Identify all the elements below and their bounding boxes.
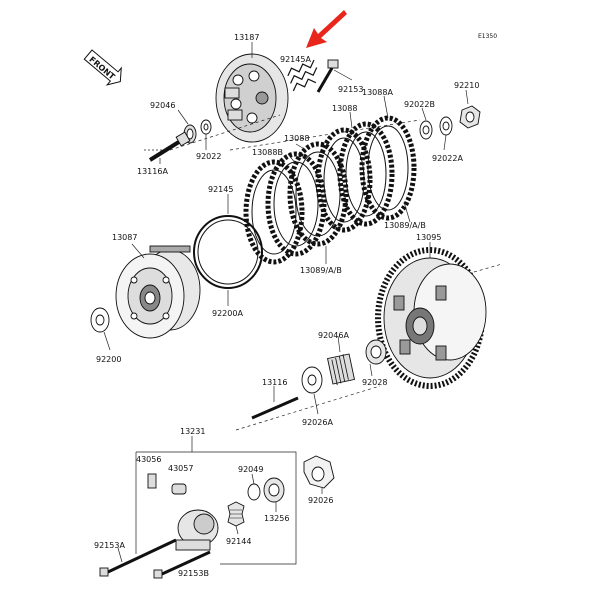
part-label-92049: 92049 xyxy=(238,465,263,474)
washer-92022A[interactable] xyxy=(439,116,453,136)
bolt-92153A[interactable] xyxy=(99,538,177,577)
oil-seal-92049[interactable] xyxy=(247,483,261,501)
part-label-92144: 92144 xyxy=(226,537,251,546)
part-label-43056: 43056 xyxy=(136,455,161,464)
part-label-92153A: 92153A xyxy=(94,541,125,550)
part-label-92145A: 92145A xyxy=(280,55,311,64)
highlight-arrow xyxy=(306,10,347,48)
part-label-13088A: 13088A xyxy=(362,88,393,97)
push-rod-13116[interactable] xyxy=(251,396,299,420)
part-label-43057: 43057 xyxy=(168,464,193,473)
part-label-92028: 92028 xyxy=(362,378,387,387)
part-label-92145: 92145 xyxy=(208,185,233,194)
part-label-13089AB-bottom: 13089/A/B xyxy=(300,266,342,275)
sleeve-92028[interactable] xyxy=(365,339,387,365)
part-label-92022B: 92022B xyxy=(404,100,435,109)
bolt-92153B[interactable] xyxy=(153,550,211,579)
clutch-spring[interactable] xyxy=(286,59,322,92)
part-label-92022: 92022 xyxy=(196,152,221,161)
push-rod-13116A[interactable] xyxy=(148,131,191,162)
part-label-13116A: 13116A xyxy=(137,167,168,176)
part-label-92153: 92153 xyxy=(338,85,363,94)
part-label-92046: 92046 xyxy=(150,101,175,110)
part-label-92026: 92026 xyxy=(308,496,333,505)
washer-92200[interactable] xyxy=(90,307,110,333)
part-label-13231: 13231 xyxy=(180,427,205,436)
part-label-92200: 92200 xyxy=(96,355,121,364)
bolt-92153[interactable] xyxy=(316,59,339,93)
needle-bearing-92046A[interactable] xyxy=(327,353,355,386)
part-label-92046A: 92046A xyxy=(318,331,349,340)
part-label-13088-second: 13088 xyxy=(284,134,309,143)
part-label-13087: 13087 xyxy=(112,233,137,242)
part-label-13088B: 13088B xyxy=(252,148,283,157)
part-label-13095: 13095 xyxy=(416,233,441,242)
bleed-screw-43056[interactable] xyxy=(147,473,157,489)
spring-ring-92145[interactable] xyxy=(193,215,263,289)
part-label-92026A: 92026A xyxy=(302,418,333,427)
part-label-13256: 13256 xyxy=(264,514,289,523)
nut-92210[interactable] xyxy=(459,105,481,129)
part-label-92210: 92210 xyxy=(454,81,479,90)
slave-cylinder[interactable] xyxy=(175,509,219,551)
clutch-housing-13095[interactable] xyxy=(375,247,487,389)
clutch-plate-stack[interactable] xyxy=(243,115,417,265)
piston-13256[interactable] xyxy=(263,477,285,503)
part-label-13088: 13088 xyxy=(332,104,357,113)
cap-43057[interactable] xyxy=(171,483,187,495)
part-label-13187: 13187 xyxy=(234,33,259,42)
part-label-92200A: 92200A xyxy=(212,309,243,318)
washer-92022[interactable] xyxy=(200,119,212,135)
boot-92144[interactable] xyxy=(227,501,245,527)
clutch-hub-13087[interactable] xyxy=(115,245,201,339)
pressure-plate[interactable] xyxy=(215,53,289,143)
gasket-92026[interactable] xyxy=(303,455,335,489)
part-label-92153B: 92153B xyxy=(178,569,209,578)
washer-92026A[interactable] xyxy=(301,366,323,394)
diagram-code: E1350 xyxy=(478,33,497,40)
part-label-13089AB-right: 13089/A/B xyxy=(384,221,426,230)
part-label-92022A: 92022A xyxy=(432,154,463,163)
part-label-13116: 13116 xyxy=(262,378,287,387)
front-direction-icon: FRONT xyxy=(83,49,122,86)
washer-92022B[interactable] xyxy=(419,120,433,140)
